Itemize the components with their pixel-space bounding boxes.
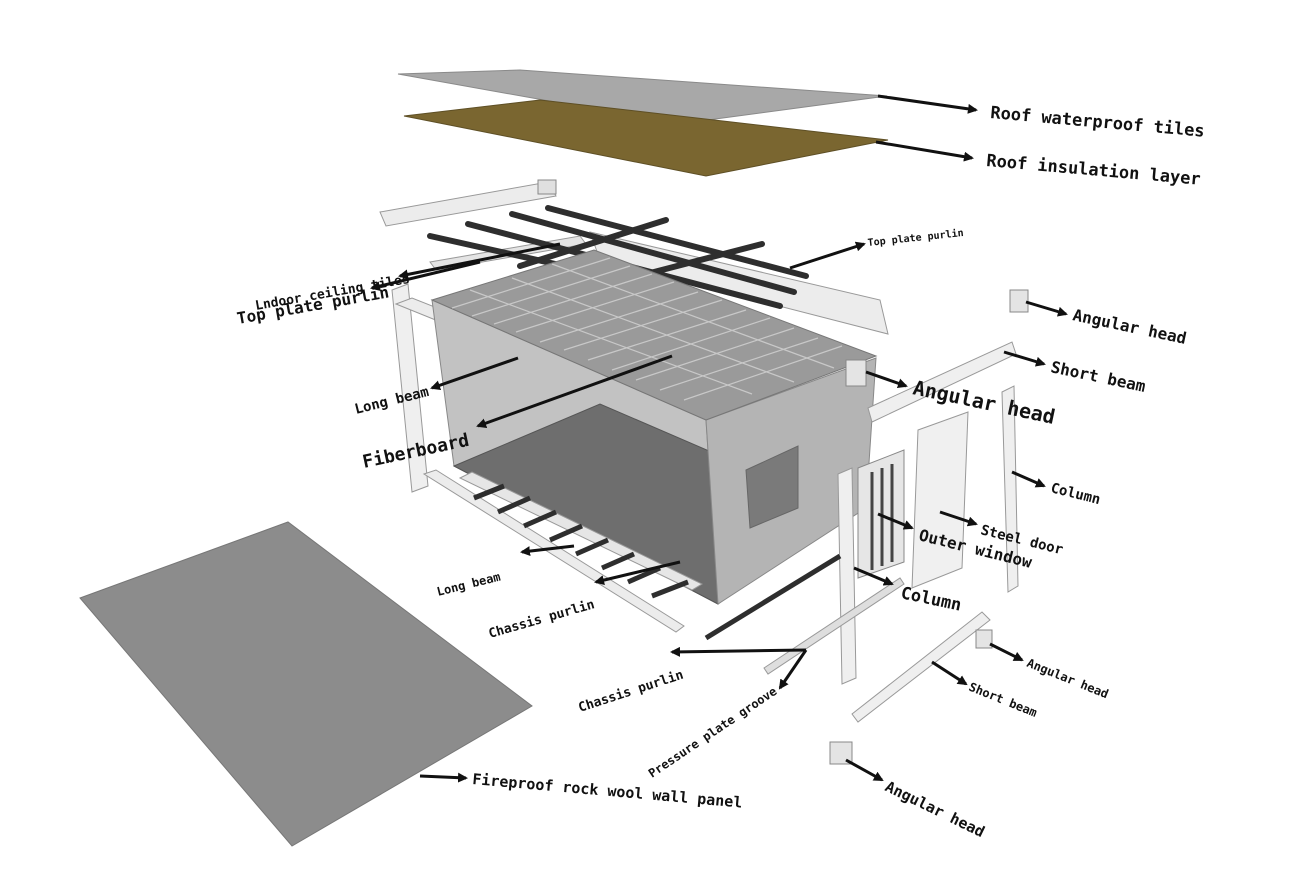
container-ceiling: [430, 249, 878, 421]
label-column-front: Column: [899, 583, 963, 615]
label-angular-head-middle: Angular head: [911, 375, 1057, 429]
column-right-part: [1001, 385, 1019, 593]
label-short-beam-bottom: Short beam: [967, 680, 1039, 720]
container-window-opening: [745, 445, 799, 529]
column-left: [391, 283, 429, 493]
steel-door-part: [911, 411, 969, 589]
label-column-right: Column: [1049, 480, 1102, 508]
label-top-plate-purlin-right: Top plate purlin: [867, 227, 964, 249]
label-angular-head-bottom: Angular head: [882, 777, 987, 841]
label-long-beam-lower: Long beam: [435, 570, 501, 599]
angular-head-top-left: [537, 179, 557, 195]
top-short-beam-left: [379, 181, 557, 227]
angular-head-lower-right-part: [975, 629, 993, 649]
chassis-purlin-outer-bar: [704, 553, 842, 641]
leader-arrows: [370, 94, 1068, 783]
label-roof-waterproof-tiles: Roof waterproof tiles: [990, 103, 1206, 142]
column-front-part: [837, 467, 857, 685]
roof-insulation-layer: [403, 99, 889, 177]
ceiling-grid: [451, 257, 843, 401]
label-chassis-purlin-inner: Chassis purlin: [487, 597, 596, 642]
chassis-purlins: [473, 483, 689, 599]
angular-head-bottom-part: [829, 741, 853, 765]
label-short-beam-top: Short beam: [1049, 357, 1148, 396]
label-roof-insulation-layer: Roof insulation layer: [986, 151, 1202, 190]
angular-head-middle-part: [845, 359, 867, 387]
label-angular-head-lower-right: Angular head: [1025, 656, 1111, 701]
label-pressure-plate-groove: Pressure plate groove: [646, 684, 780, 780]
angular-head-top-right-part: [1009, 289, 1029, 313]
label-chassis-purlin-outer: Chassis purlin: [577, 668, 686, 716]
fireproof-wall-panel-part: [79, 521, 533, 847]
label-fireproof-wall-panel: Fireproof rock wool wall panel: [472, 770, 743, 812]
short-beam-top-part: [867, 341, 1017, 423]
chassis-long-beam: [422, 469, 685, 633]
short-beam-bottom-part: [851, 611, 991, 723]
label-angular-head-top-right: Angular head: [1071, 305, 1188, 348]
